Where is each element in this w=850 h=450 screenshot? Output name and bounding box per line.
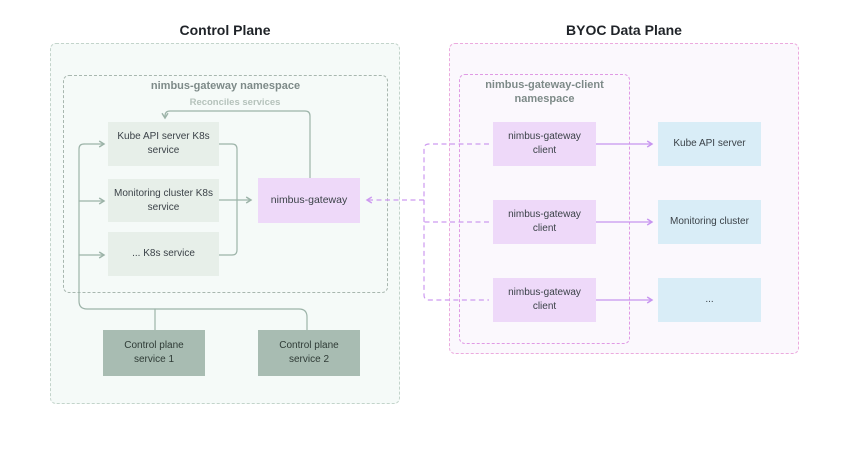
nimbus-gateway-client-node-1: nimbus-gateway client — [493, 122, 596, 166]
monitoring-cluster-target-node: Monitoring cluster — [658, 200, 761, 244]
other-target-node: ... — [658, 278, 761, 322]
data-plane-namespace-label: nimbus-gateway-client namespace — [485, 79, 604, 105]
other-k8s-service-node: ... K8s service — [108, 232, 219, 276]
nimbus-gateway-client-node-3: nimbus-gateway client — [493, 278, 596, 322]
control-plane-service-1-node: Control plane service 1 — [103, 330, 205, 376]
nimbus-gateway-node: nimbus-gateway — [258, 178, 360, 223]
byoc-data-plane-title: BYOC Data Plane — [566, 22, 682, 38]
nimbus-gateway-client-node-2: nimbus-gateway client — [493, 200, 596, 244]
control-plane-title: Control Plane — [179, 22, 271, 38]
control-plane-service-2-node: Control plane service 2 — [258, 330, 360, 376]
kube-api-server-k8s-service-node: Kube API server K8s service — [108, 122, 219, 166]
reconciles-services-label: Reconciles services — [189, 97, 281, 108]
monitoring-cluster-k8s-service-node: Monitoring cluster K8s service — [108, 179, 219, 222]
kube-api-server-target-node: Kube API server — [658, 122, 761, 166]
control-plane-namespace-label: nimbus-gateway namespace — [150, 80, 301, 92]
